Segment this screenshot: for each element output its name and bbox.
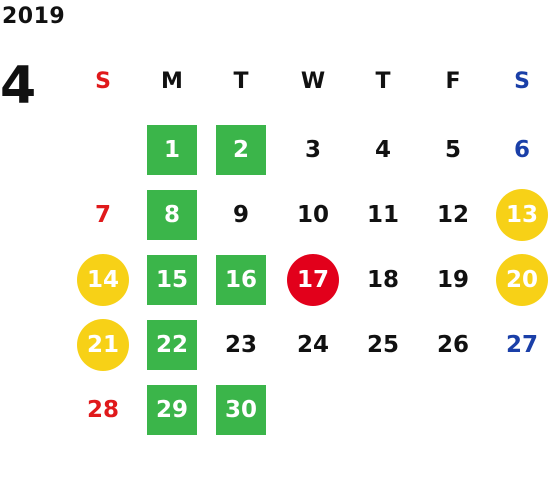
day-1[interactable]: 1 <box>137 124 207 176</box>
weekday-thursday: T <box>375 69 391 94</box>
day-number: 19 <box>436 267 469 293</box>
day-number: 5 <box>444 137 461 163</box>
day-number: 16 <box>224 267 257 293</box>
day-2[interactable]: 2 <box>206 124 276 176</box>
day-14[interactable]: 14 <box>68 254 138 306</box>
day-number: 20 <box>505 267 538 293</box>
day-23[interactable]: 23 <box>206 319 276 371</box>
day-6[interactable]: 6 <box>487 124 548 176</box>
day-number: 2 <box>232 137 249 163</box>
day-number: 14 <box>86 267 119 293</box>
day-number: 6 <box>513 137 530 163</box>
day-29[interactable]: 29 <box>137 384 207 436</box>
day-25[interactable]: 25 <box>348 319 418 371</box>
green-highlight-square <box>216 125 266 175</box>
day-number: 28 <box>86 397 119 423</box>
day-10[interactable]: 10 <box>278 189 348 241</box>
yellow-highlight-circle <box>77 254 129 306</box>
green-highlight-square <box>216 255 266 305</box>
green-highlight-square <box>147 125 197 175</box>
day-3[interactable]: 3 <box>278 124 348 176</box>
day-28[interactable]: 28 <box>68 384 138 436</box>
day-number: 4 <box>374 137 391 163</box>
day-number: 15 <box>155 267 188 293</box>
day-number: 26 <box>436 332 469 358</box>
day-20[interactable]: 20 <box>487 254 548 306</box>
day-number: 11 <box>366 202 399 228</box>
day-number: 30 <box>224 397 257 423</box>
day-number: 25 <box>366 332 399 358</box>
green-highlight-square <box>147 320 197 370</box>
day-number: 27 <box>505 332 538 358</box>
day-number: 17 <box>296 267 329 293</box>
day-number: 3 <box>304 137 321 163</box>
yellow-highlight-circle <box>496 254 548 306</box>
day-13[interactable]: 13 <box>487 189 548 241</box>
weekday-monday: M <box>161 69 183 94</box>
day-number: 23 <box>224 332 257 358</box>
day-7[interactable]: 7 <box>68 189 138 241</box>
year-label: 2019 <box>2 4 66 29</box>
day-8[interactable]: 8 <box>137 189 207 241</box>
day-number: 18 <box>366 267 399 293</box>
green-highlight-square <box>147 190 197 240</box>
day-number: 21 <box>86 332 119 358</box>
day-number: 24 <box>296 332 329 358</box>
yellow-highlight-circle <box>77 319 129 371</box>
green-highlight-square <box>216 385 266 435</box>
day-24[interactable]: 24 <box>278 319 348 371</box>
month-number: 4 <box>0 56 37 116</box>
day-number: 12 <box>436 202 469 228</box>
day-26[interactable]: 26 <box>418 319 488 371</box>
day-18[interactable]: 18 <box>348 254 418 306</box>
day-17[interactable]: 17 <box>278 254 348 306</box>
day-number: 1 <box>163 137 180 163</box>
day-4[interactable]: 4 <box>348 124 418 176</box>
red-highlight-circle <box>287 254 339 306</box>
green-highlight-square <box>147 255 197 305</box>
day-15[interactable]: 15 <box>137 254 207 306</box>
day-number: 9 <box>232 202 249 228</box>
yellow-highlight-circle <box>496 189 548 241</box>
weekday-sunday: S <box>95 69 111 94</box>
weekday-tuesday: T <box>233 69 249 94</box>
day-16[interactable]: 16 <box>206 254 276 306</box>
day-5[interactable]: 5 <box>418 124 488 176</box>
day-number: 29 <box>155 397 188 423</box>
day-11[interactable]: 11 <box>348 189 418 241</box>
weekday-saturday: S <box>514 69 530 94</box>
day-number: 10 <box>296 202 329 228</box>
weekday-friday: F <box>445 69 461 94</box>
day-number: 13 <box>505 202 538 228</box>
day-number: 8 <box>163 202 180 228</box>
day-number: 7 <box>94 202 111 228</box>
green-highlight-square <box>147 385 197 435</box>
day-30[interactable]: 30 <box>206 384 276 436</box>
day-22[interactable]: 22 <box>137 319 207 371</box>
day-number: 22 <box>155 332 188 358</box>
day-12[interactable]: 12 <box>418 189 488 241</box>
day-9[interactable]: 9 <box>206 189 276 241</box>
day-21[interactable]: 21 <box>68 319 138 371</box>
weekday-wednesday: W <box>300 69 326 94</box>
day-27[interactable]: 27 <box>487 319 548 371</box>
day-19[interactable]: 19 <box>418 254 488 306</box>
